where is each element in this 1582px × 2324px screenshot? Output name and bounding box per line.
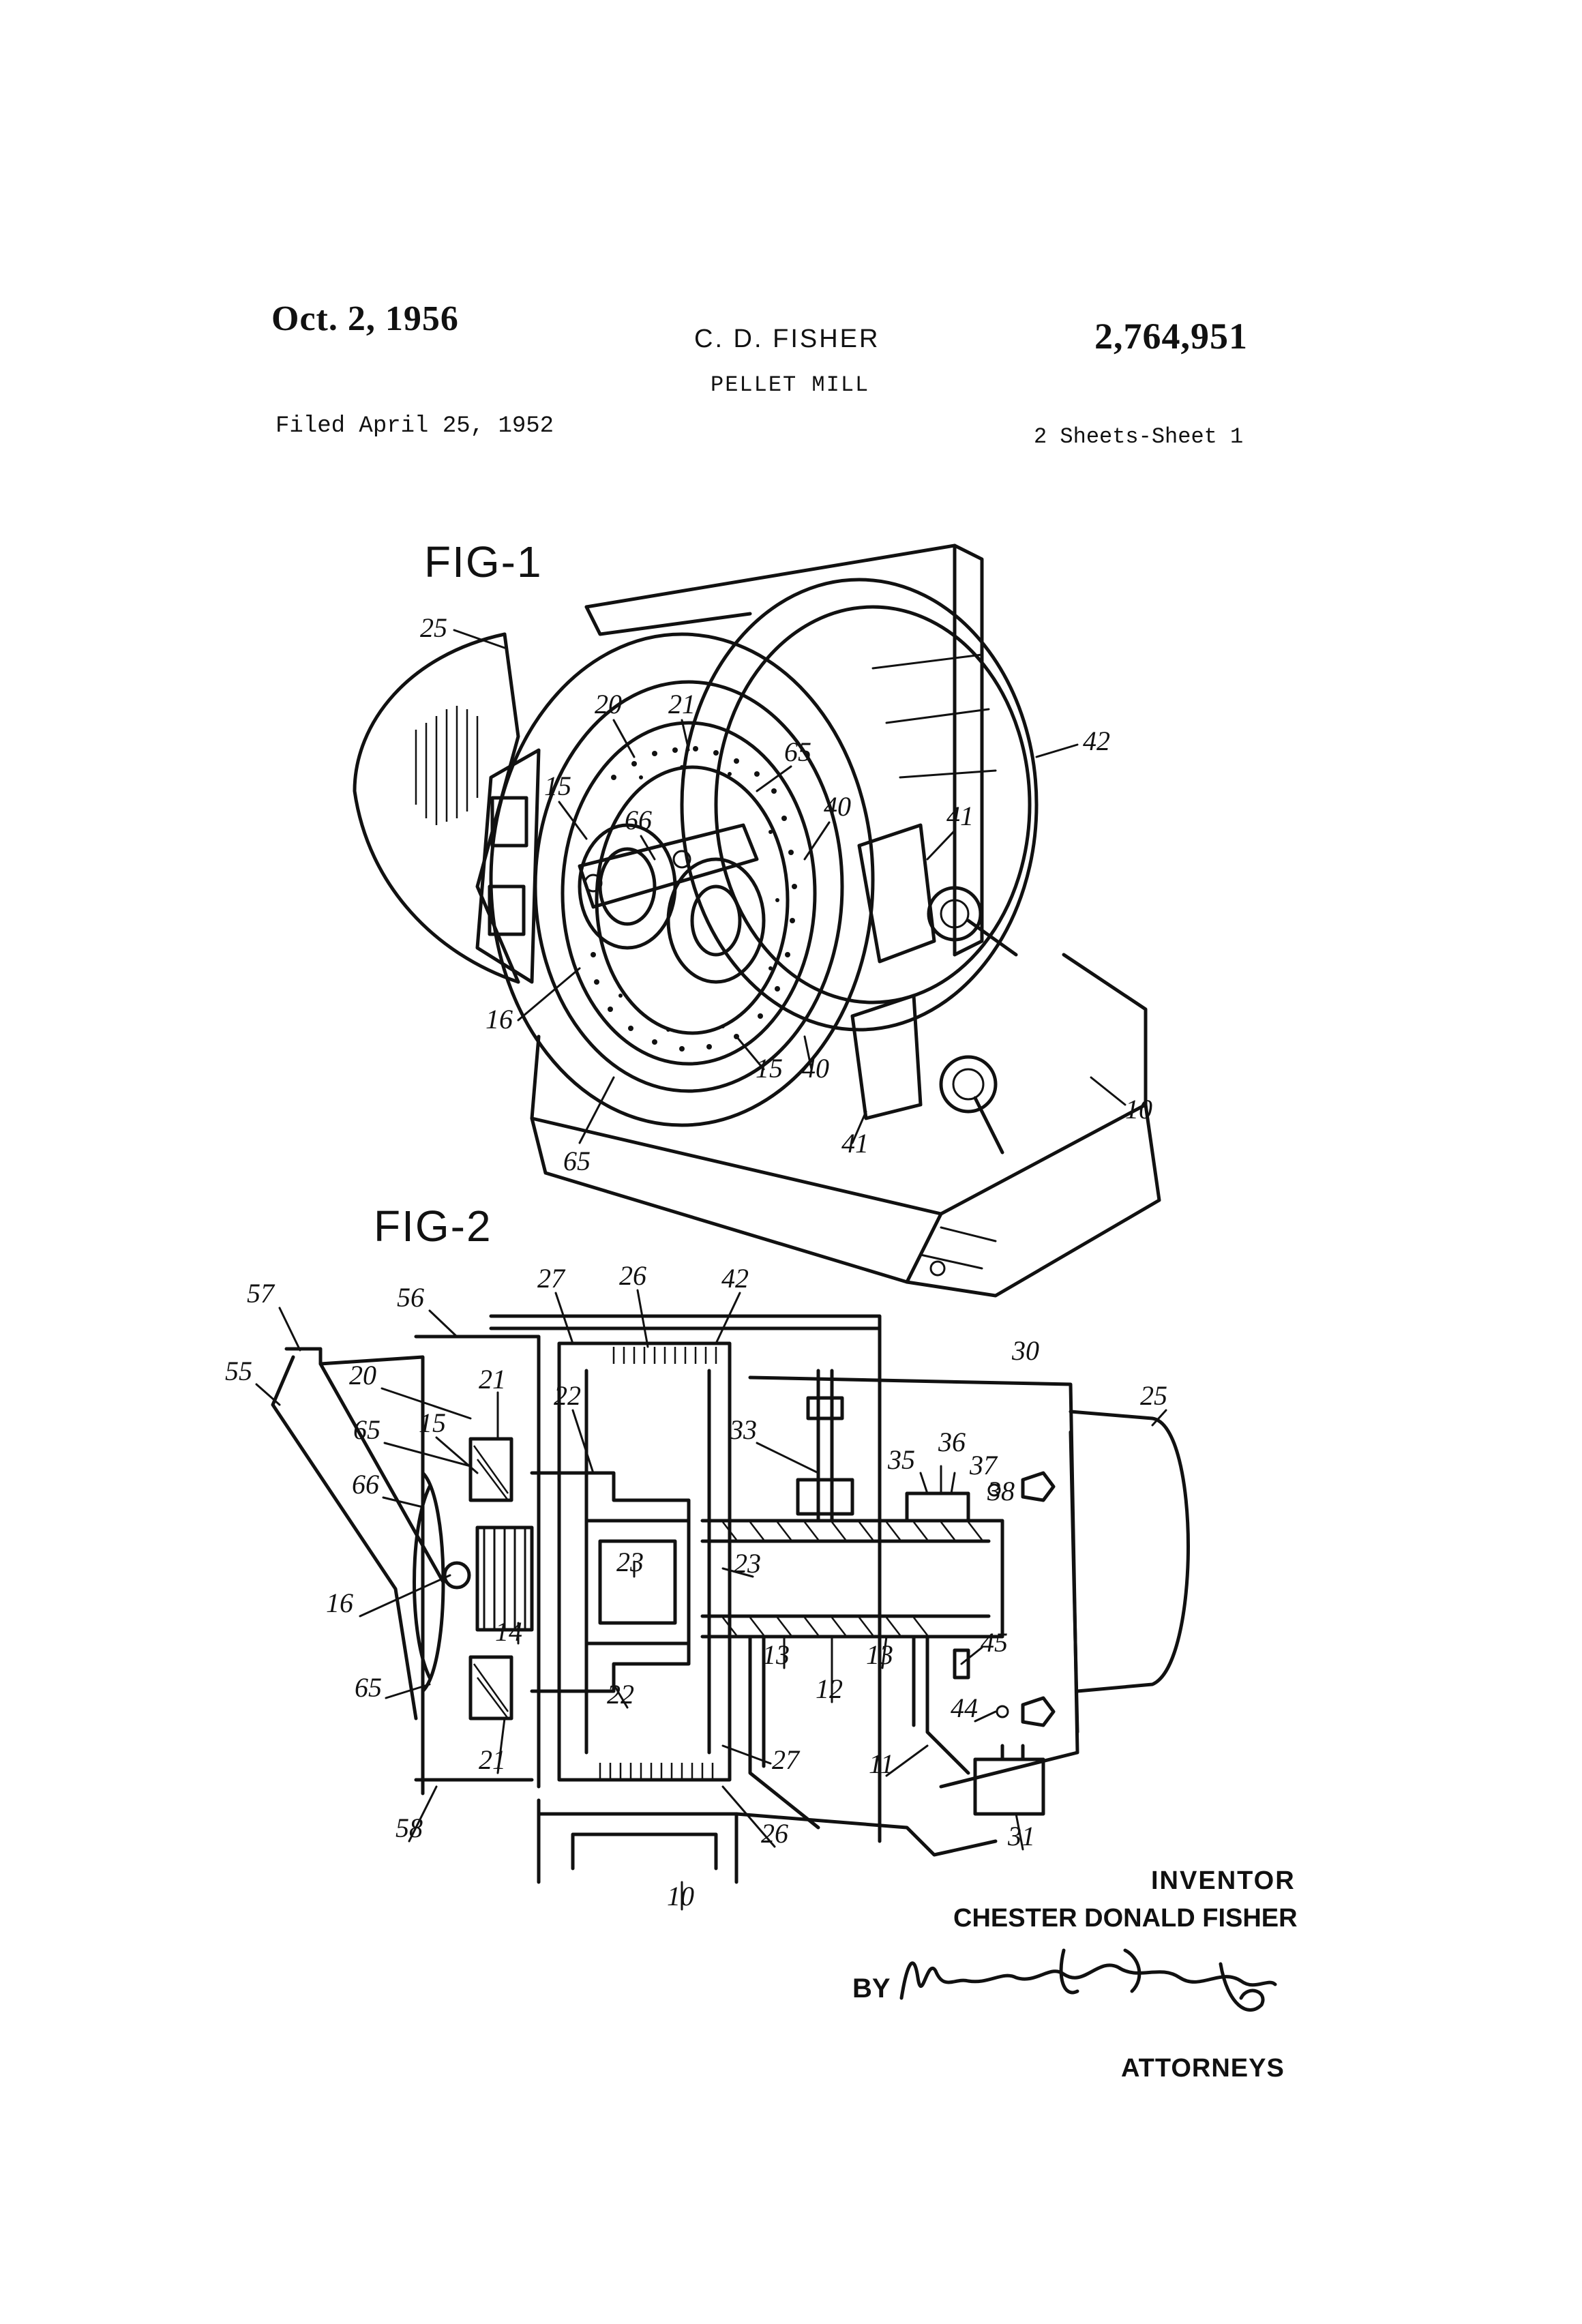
fig2-ref: 13 [866, 1639, 893, 1670]
fig1-ref: 21 [668, 689, 696, 719]
fig2-ref: 57 [247, 1278, 275, 1309]
fig1-ref: 65 [784, 736, 811, 767]
fig2-ref: 44 [951, 1693, 978, 1723]
shaft-housing-hatching [723, 1522, 982, 1635]
fig1-ref: 25 [420, 612, 447, 643]
fig2-ref: 45 [981, 1627, 1008, 1658]
fig2-ref: 16 [326, 1588, 353, 1618]
rotor-teeth-top [614, 1347, 716, 1364]
fig1-ref: 42 [1083, 726, 1110, 756]
fig2-section-drawing: FIG-2 [225, 1202, 1189, 1911]
fig2-ref: 12 [816, 1673, 843, 1704]
fig2-ref: 42 [721, 1263, 749, 1294]
fig1-ref: 10 [1125, 1094, 1152, 1124]
fig2-ref: 65 [355, 1672, 382, 1703]
fig2-ref: 35 [887, 1444, 915, 1475]
hopper-shading [416, 706, 477, 825]
fig2-ref: 23 [734, 1548, 761, 1579]
fig2-ref: 30 [1011, 1335, 1039, 1366]
fig2-ref: 26 [761, 1818, 788, 1849]
fig2-ref: 23 [616, 1547, 644, 1577]
fig2-ref: 56 [397, 1282, 424, 1313]
fig2-ref: 11 [869, 1748, 894, 1779]
fig1-ref: 41 [946, 801, 974, 831]
fig1-label: FIG-1 [424, 537, 543, 586]
attorney-signature [901, 1950, 1275, 2010]
fig1-ref: 65 [563, 1146, 591, 1176]
fig2-ref: 26 [619, 1260, 646, 1291]
fig1-ref: 66 [625, 805, 652, 835]
fig1-ref: 20 [595, 689, 622, 719]
fig1-ref: 16 [486, 1004, 513, 1034]
fig2-ref: 66 [352, 1469, 379, 1500]
fig2-ref: 65 [353, 1414, 380, 1445]
fig1-ref: 40 [824, 791, 851, 822]
fig2-ref: 33 [729, 1414, 757, 1445]
fig2-label: FIG-2 [374, 1202, 492, 1251]
inventor-caption: INVENTOR [1151, 1866, 1296, 1896]
by-label: BY [852, 1973, 891, 2004]
fig2-ref: 25 [1140, 1380, 1167, 1411]
fig1-perspective-drawing: FIG-1 [355, 537, 1159, 1296]
fig2-ref: 20 [349, 1360, 376, 1390]
fig2-ref: 27 [537, 1263, 566, 1294]
fig2-ref: 55 [225, 1356, 252, 1386]
fig1-ref: 40 [802, 1053, 829, 1084]
fig2-ref: 58 [395, 1813, 423, 1843]
roller-gear-teeth [484, 1528, 525, 1630]
fig1-ref: 41 [841, 1128, 869, 1159]
attorneys-caption: ATTORNEYS [1121, 2054, 1285, 2083]
fig1-ref: 15 [756, 1053, 783, 1084]
fig2-ref: 38 [987, 1476, 1015, 1506]
fig1-ref: 15 [544, 771, 571, 801]
fig2-ref: 22 [554, 1380, 581, 1411]
fig2-ref: 10 [667, 1881, 694, 1911]
fig2-ref: 21 [479, 1364, 506, 1395]
fig2-ref: 27 [772, 1744, 801, 1775]
fig2-ref: 21 [479, 1744, 506, 1775]
inventor-name: CHESTER DONALD FISHER [953, 1904, 1298, 1933]
rotor-teeth-bottom [600, 1763, 713, 1780]
fig2-ref: 36 [938, 1427, 966, 1457]
fig2-ref: 15 [419, 1407, 446, 1438]
fig2-ref: 13 [762, 1639, 790, 1670]
